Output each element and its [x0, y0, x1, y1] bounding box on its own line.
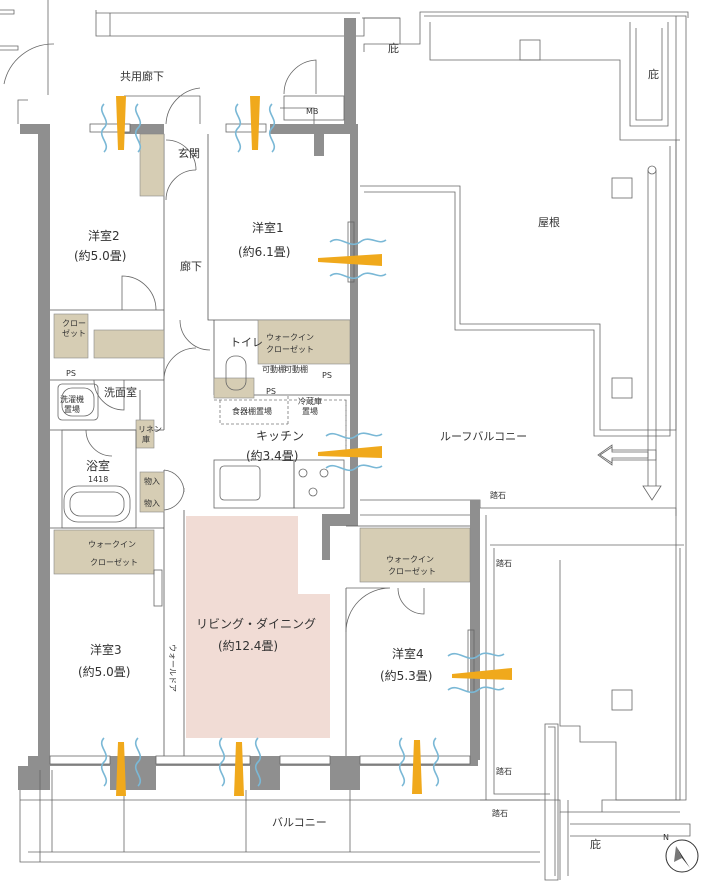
step-stone-label: 踏石 [490, 490, 506, 500]
walkin4-label-a: ウォークイン [386, 555, 434, 564]
room1-name: 洋室1 [252, 220, 284, 235]
ps-label: PS [66, 369, 76, 378]
bath-size: 1418 [88, 475, 108, 484]
washer-label-2: 置場 [64, 404, 80, 414]
room4-name: 洋室4 [392, 646, 424, 661]
walkin-closet-3 [53, 529, 155, 575]
wind-wave-icons [100, 103, 505, 787]
pantry-label: 食器棚置場 [232, 406, 272, 416]
balcony-label: バルコニー [272, 816, 327, 829]
bath-label: 浴室 [86, 458, 110, 473]
eaves-label: 庇 [648, 67, 659, 81]
walkin3-label-b: クローゼット [90, 557, 138, 567]
walkin1-label-a: ウォークイン [266, 333, 314, 342]
walkin-closet-4 [359, 527, 471, 583]
doors [85, 139, 425, 633]
shelf-label: 可動棚 [262, 364, 286, 374]
ps-label: PS [322, 371, 332, 380]
washer-label: 洗濯機 [60, 394, 84, 404]
room3-name: 洋室3 [90, 642, 122, 657]
ps-label: PS [266, 387, 276, 396]
room4-size: (約5.3畳) [380, 668, 432, 683]
kitchen-label: キッチン [256, 429, 304, 443]
fridge-label: 冷蔵庫 [298, 396, 322, 406]
roof-balcony-label: ルーフバルコニー [440, 430, 527, 443]
step-stone-label: 踏石 [496, 558, 512, 568]
room1-size: (約6.1畳) [238, 244, 290, 259]
step-stone-label: 踏石 [496, 766, 512, 776]
room2-name: 洋室2 [88, 228, 120, 243]
sun-arrow-icons [116, 96, 512, 796]
north-compass-icon [665, 839, 699, 873]
kitchen-size: (約3.4畳) [246, 448, 298, 463]
storage-label: 物入 [144, 476, 160, 486]
mb-label: MB [306, 107, 318, 116]
eaves-label: 庇 [388, 41, 399, 55]
hall-label: 廊下 [180, 259, 202, 273]
walkin3-label-a: ウォークイン [88, 540, 136, 549]
exterior-walls [17, 18, 540, 863]
walkin1-label-b: クローゼット [266, 344, 314, 354]
entrance-label: 玄関 [178, 146, 200, 160]
fixtures [57, 221, 475, 693]
corridor-label: 共用廊下 [120, 69, 164, 83]
labels: 共用廊下 庇 庇 庇 MB 玄関 洋室1 (約6.1畳) 洋室2 (約5.0畳)… [60, 41, 669, 851]
step-stone-label: 踏石 [492, 808, 508, 818]
closet-label-2: ゼット [62, 328, 86, 338]
living-dining-highlight [186, 516, 330, 738]
room3-size: (約5.0畳) [78, 664, 130, 679]
linen-label-2: 庫 [142, 434, 150, 444]
roof-structure [360, 11, 691, 881]
storage-cabinet [139, 471, 165, 513]
wall-door-label: ウォールドア [168, 644, 177, 692]
north-label: N [663, 833, 669, 842]
linen-label: リネン [138, 425, 162, 434]
living-size: (約12.4畳) [218, 638, 278, 653]
entrance-shoe-cabinet [139, 133, 165, 197]
closet-label: クロー [62, 319, 86, 328]
storage-label: 物入 [144, 498, 160, 508]
walkin4-label-b: クローゼット [388, 566, 436, 576]
fridge-label-2: 置場 [302, 406, 318, 416]
shelf-label: 可動棚 [284, 364, 308, 374]
walkin-closet-1 [257, 319, 351, 365]
toilet-label: トイレ [230, 336, 263, 349]
eaves-label: 庇 [590, 837, 601, 851]
neighbor-structure [0, 0, 400, 95]
room2-size: (約5.0畳) [74, 248, 126, 263]
living-label: リビング・ダイニング [196, 616, 316, 631]
washroom-label: 洗面室 [104, 385, 137, 399]
closet-room2 [53, 313, 89, 359]
storage-blocks [53, 133, 471, 583]
roof-label: 屋根 [538, 215, 560, 229]
